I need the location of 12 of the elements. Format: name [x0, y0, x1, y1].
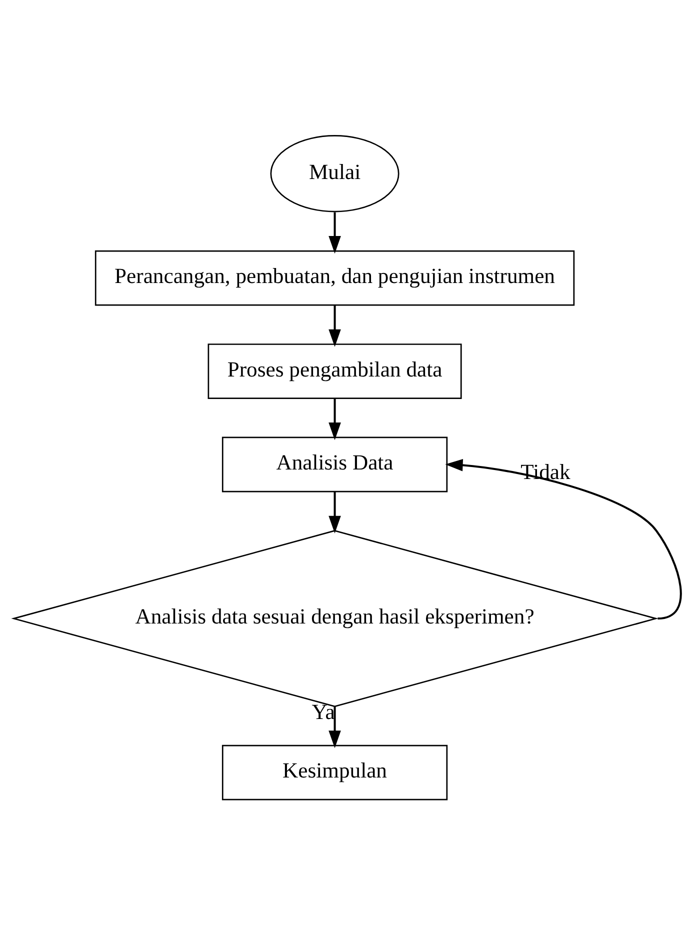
- node-ellipse: Mulai: [270, 135, 400, 212]
- arrow: [328, 706, 341, 748]
- arrow: [328, 398, 341, 440]
- arrow: [445, 458, 682, 620]
- node-box: Perancangan, pembuatan, dan pengujian instrumen: [94, 250, 575, 306]
- node-box: Kesimpulan: [222, 744, 448, 800]
- node-box: Proses pengambilan data: [208, 344, 462, 399]
- arrow: [328, 305, 341, 347]
- node-box: Analisis Data: [222, 436, 448, 492]
- edge-label: Tidak: [520, 460, 570, 484]
- arrow: [328, 212, 341, 254]
- arrow: [328, 492, 341, 534]
